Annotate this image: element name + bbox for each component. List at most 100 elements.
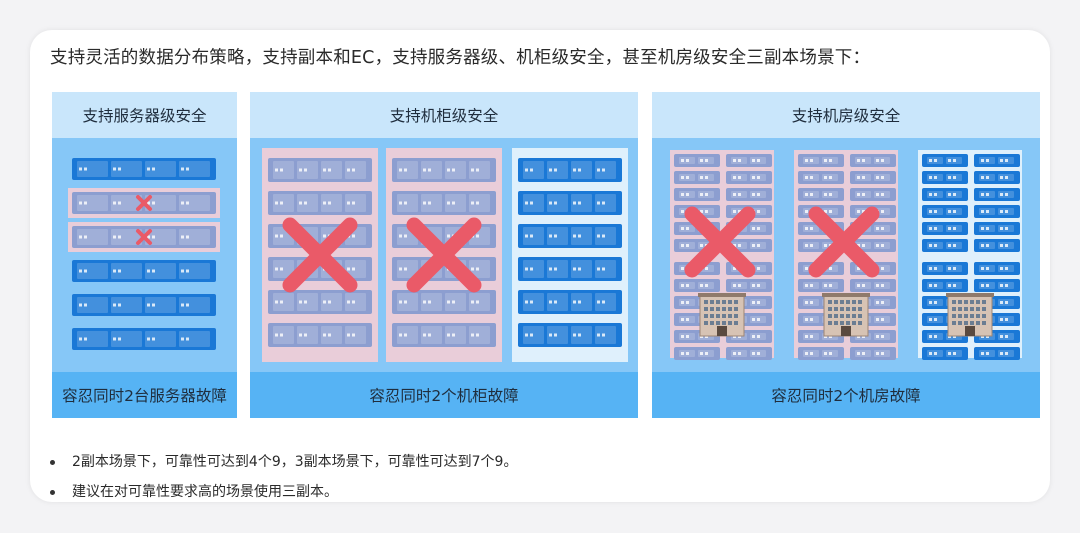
- led-icon: [876, 301, 879, 304]
- led-icon: [948, 267, 951, 270]
- led-icon: [280, 234, 283, 238]
- led-icon: [471, 201, 474, 205]
- led-icon: [700, 352, 703, 355]
- failed-server: [392, 191, 496, 215]
- led-icon: [323, 234, 326, 238]
- drive-bay: [297, 326, 318, 344]
- led-icon: [857, 210, 860, 213]
- drive-bay: [445, 326, 466, 344]
- building-roof: [822, 293, 870, 297]
- led-icon: [352, 168, 355, 172]
- led-icon: [986, 159, 989, 162]
- failed-server: [674, 171, 720, 184]
- led-icon: [876, 284, 879, 287]
- led-icon: [981, 244, 984, 247]
- led-icon: [881, 227, 884, 230]
- led-icon: [757, 267, 760, 270]
- led-icon: [186, 337, 189, 341]
- server-chassis: [726, 279, 772, 292]
- led-icon: [1000, 352, 1003, 355]
- building-window: [964, 321, 968, 325]
- led-icon: [934, 193, 937, 196]
- led-icon: [733, 267, 736, 270]
- datacenter-building-icon: [698, 293, 746, 337]
- server-chassis: [268, 191, 372, 215]
- failed-server: [798, 347, 844, 360]
- led-icon: [986, 176, 989, 179]
- drive-bay: [571, 326, 592, 344]
- led-icon: [686, 227, 689, 230]
- led-icon: [953, 176, 956, 179]
- led-icon: [757, 335, 760, 338]
- building-window: [982, 307, 986, 311]
- led-icon: [934, 210, 937, 213]
- drive-bay: [77, 229, 108, 245]
- server: [974, 188, 1020, 201]
- building-window: [852, 307, 856, 311]
- led-icon: [810, 227, 813, 230]
- led-icon: [573, 234, 576, 238]
- server-chassis: [922, 239, 968, 252]
- drive-bay: [321, 293, 342, 311]
- led-icon: [602, 333, 605, 337]
- led-icon: [84, 201, 87, 205]
- led-icon: [700, 284, 703, 287]
- building-window: [846, 307, 850, 311]
- drive-bay: [547, 326, 568, 344]
- building-door: [841, 326, 851, 336]
- server-chassis: [798, 188, 844, 201]
- led-icon: [876, 318, 879, 321]
- led-icon: [934, 227, 937, 230]
- led-icon: [181, 269, 184, 273]
- server-chassis: [922, 205, 968, 218]
- led-icon: [876, 227, 879, 230]
- led-icon: [1005, 284, 1008, 287]
- drive-bay: [547, 260, 568, 278]
- led-icon: [805, 352, 808, 355]
- led-icon: [705, 210, 708, 213]
- led-icon: [805, 244, 808, 247]
- building-window: [704, 300, 708, 304]
- led-icon: [752, 284, 755, 287]
- drive-bay: [111, 195, 142, 211]
- led-icon: [428, 300, 431, 304]
- led-icon: [857, 244, 860, 247]
- led-icon: [929, 176, 932, 179]
- led-icon: [399, 234, 402, 238]
- led-icon: [948, 284, 951, 287]
- building-window: [852, 321, 856, 325]
- server-chassis: [72, 328, 216, 350]
- building-window: [710, 300, 714, 304]
- led-icon: [953, 284, 956, 287]
- led-icon: [597, 267, 600, 271]
- bullet-item: 2副本场景下，可靠性可达到4个9，3副本场景下，可靠性可达到7个9。: [50, 453, 517, 483]
- led-icon: [347, 300, 350, 304]
- drive-bay: [145, 263, 176, 279]
- led-icon: [84, 167, 87, 171]
- led-icon: [829, 284, 832, 287]
- led-icon: [328, 333, 331, 337]
- server-chassis: [798, 154, 844, 167]
- drive-bay: [571, 194, 592, 212]
- led-icon: [152, 269, 155, 273]
- led-icon: [948, 352, 951, 355]
- led-icon: [476, 333, 479, 337]
- led-icon: [578, 333, 581, 337]
- datacenter-diagram: [670, 150, 1022, 360]
- led-icon: [929, 267, 932, 270]
- server-stack-diagram: [68, 158, 220, 350]
- building-window: [846, 300, 850, 304]
- led-icon: [1005, 227, 1008, 230]
- led-icon: [934, 284, 937, 287]
- led-icon: [404, 234, 407, 238]
- led-icon: [79, 201, 82, 205]
- drive-bay: [469, 326, 490, 344]
- drive-bay: [469, 161, 490, 179]
- drive-bay: [145, 229, 176, 245]
- drive-bay: [421, 326, 442, 344]
- server-chassis: [922, 347, 968, 360]
- led-icon: [953, 267, 956, 270]
- panel-title: 支持机柜级安全: [250, 92, 638, 138]
- led-icon: [1000, 227, 1003, 230]
- led-icon: [549, 201, 552, 205]
